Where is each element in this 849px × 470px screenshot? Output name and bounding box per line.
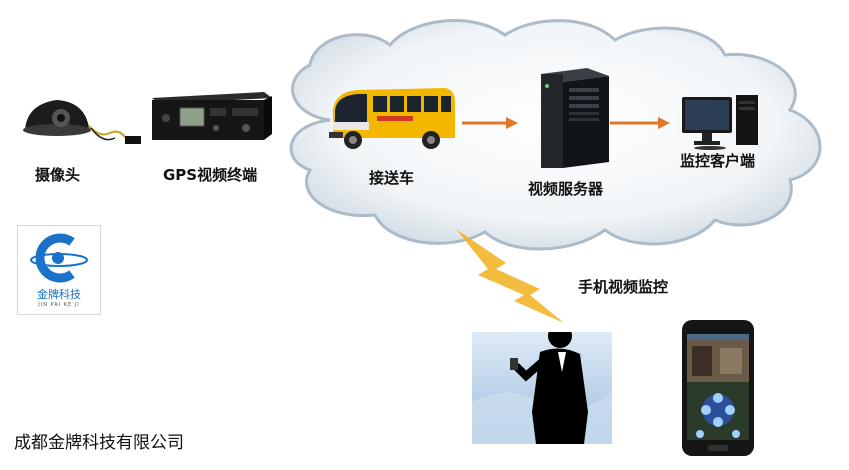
arrow-server-to-client — [610, 117, 670, 129]
company-logo: 金牌科技 JIN PAI KE JI — [17, 225, 101, 315]
logo-name-cn: 金牌科技 — [37, 288, 81, 301]
company-name: 成都金牌科技有限公司 — [14, 433, 184, 453]
school-bus-icon — [329, 88, 455, 149]
camera-label: 摄像头 — [35, 166, 81, 184]
businessman-phone-icon — [472, 332, 612, 444]
logo-name-pinyin: JIN PAI KE JI — [38, 302, 80, 308]
logo-mark-icon — [30, 233, 88, 283]
gps-terminal-label: GPS视频终端 — [163, 166, 258, 184]
desktop-pc-icon — [682, 95, 758, 150]
arrow-bus-to-server — [462, 117, 518, 129]
bus-label: 接送车 — [369, 169, 415, 187]
lightning-icon — [456, 229, 564, 323]
mobile-monitor-label: 手机视频监控 — [578, 278, 669, 296]
businessman-scene — [472, 332, 612, 444]
dvr-terminal-icon — [152, 92, 272, 140]
dome-camera-icon — [23, 100, 141, 144]
video-server-label: 视频服务器 — [528, 180, 604, 198]
monitor-client-label: 监控客户端 — [680, 152, 756, 170]
smartphone-icon — [682, 320, 754, 456]
server-tower-icon — [541, 68, 609, 168]
